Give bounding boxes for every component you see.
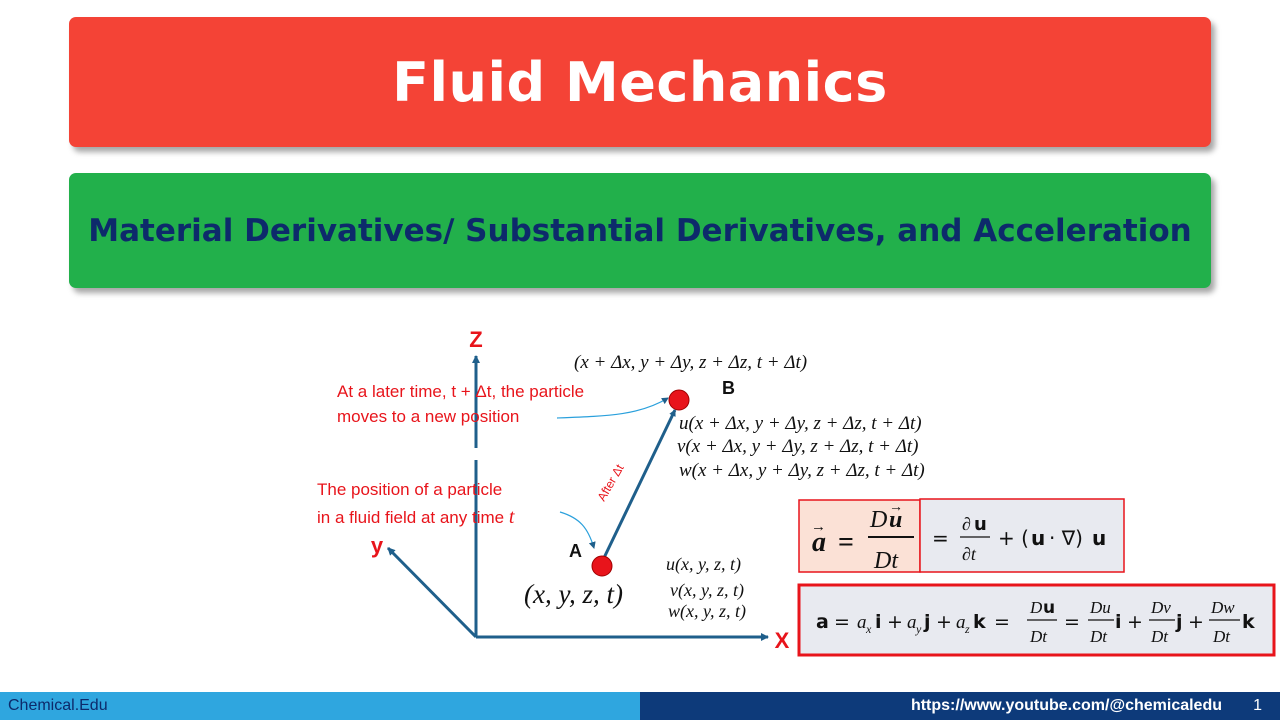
subtitle-banner: Material Derivatives/ Substantial Deriva…: [69, 173, 1211, 288]
svg-text:∂t: ∂t: [962, 544, 977, 564]
svg-text:Dt: Dt: [1150, 627, 1169, 646]
svg-text:u: u: [889, 507, 902, 533]
vel-a-u: u(x, y, z, t): [666, 554, 741, 575]
svg-text:→: →: [811, 519, 826, 535]
svg-text:y: y: [915, 622, 922, 636]
page-number: 1: [1253, 697, 1262, 714]
svg-text:i: i: [1115, 611, 1122, 633]
svg-text:Dt: Dt: [1089, 627, 1108, 646]
svg-text:Dt: Dt: [1212, 627, 1231, 646]
svg-text:=: =: [834, 611, 850, 633]
svg-text:a: a: [956, 612, 966, 633]
svg-text:D: D: [869, 507, 887, 533]
particle-b: [668, 389, 690, 411]
svg-text:=: =: [1064, 611, 1080, 633]
note-position-connector: [559, 511, 596, 549]
svg-text:+ (: + (: [998, 526, 1029, 550]
vel-b-w: w(x + Δx, y + Δy, z + Δz, t + Δt): [679, 460, 925, 481]
vel-b-v: v(x + Δx, y + Δy, z + Δz, t + Δt): [677, 436, 919, 457]
particle-a: [591, 555, 613, 577]
svg-text:i: i: [875, 611, 882, 633]
svg-text:∂: ∂: [962, 514, 971, 534]
z-axis-label: Z: [469, 327, 482, 352]
svg-text:Dt: Dt: [873, 548, 899, 574]
vel-a-v: v(x, y, z, t): [670, 580, 744, 601]
svg-text:+: +: [936, 611, 952, 633]
svg-text:D: D: [1029, 598, 1043, 617]
svg-text:=: =: [838, 527, 854, 558]
vel-a-w: w(x, y, z, t): [668, 601, 746, 622]
equation-1-rhs-box: [919, 498, 1125, 573]
svg-text:u: u: [1092, 526, 1106, 550]
note-position-line1: The position of a particle: [317, 480, 502, 499]
svg-text:a: a: [816, 611, 829, 633]
svg-text:+: +: [1127, 611, 1143, 633]
svg-text:Dt: Dt: [1029, 627, 1048, 646]
svg-text:Dw: Dw: [1210, 598, 1235, 617]
svg-text:a: a: [812, 527, 826, 558]
svg-text:a: a: [907, 612, 917, 633]
svg-text:u: u: [1043, 598, 1055, 618]
point-a-label: A: [569, 541, 582, 561]
equation-acceleration-vector: a → = D u → Dt = ∂ u ∂t + ( u · ∇) u: [798, 498, 1125, 574]
svg-text:=: =: [994, 611, 1010, 633]
note-position-var: t: [509, 506, 515, 528]
note-position-line2-text: in a fluid field at any time: [317, 508, 504, 527]
svg-text:· ∇): · ∇): [1049, 526, 1083, 550]
coord-b: (x + Δx, y + Δy, z + Δz, t + Δt): [574, 352, 807, 373]
slide-title: Fluid Mechanics: [392, 50, 888, 114]
equation-2-render: a = a x i + a y j + a z k = D u Dt = Du …: [816, 598, 1255, 646]
svg-text:k: k: [1242, 611, 1255, 633]
point-b-label: B: [722, 378, 735, 398]
svg-text:Du: Du: [1089, 598, 1111, 617]
svg-text:j: j: [1175, 611, 1183, 633]
note-later-line1: At a later time, t + Δt, the particle: [337, 382, 584, 401]
x-axis-label: X: [775, 628, 790, 653]
svg-text:+: +: [887, 611, 903, 633]
svg-text:a: a: [857, 612, 867, 633]
vel-b-u: u(x + Δx, y + Δy, z + Δz, t + Δt): [679, 413, 922, 434]
svg-text:u: u: [1031, 526, 1045, 550]
svg-text:z: z: [964, 622, 970, 636]
note-position-line2: in a fluid field at any time t: [317, 506, 515, 528]
equation-1-lhs-render: a → = D u → Dt: [811, 500, 914, 574]
youtube-link[interactable]: https://www.youtube.com/@chemicaledu: [910, 697, 1222, 714]
equation-acceleration-components: a = a x i + a y j + a z k = D u Dt = Du …: [797, 583, 1276, 657]
svg-text:k: k: [973, 611, 986, 633]
svg-text:u: u: [974, 514, 987, 535]
equation-1-rhs-render: = ∂ u ∂t + ( u · ∇) u: [932, 514, 1106, 564]
footer-brand: Chemical.Edu: [8, 697, 108, 714]
footer-link-bar: https://www.youtube.com/@chemicaledu 1: [640, 692, 1280, 720]
footer-brand-bar: Chemical.Edu: [0, 692, 640, 720]
svg-text:=: =: [932, 526, 949, 550]
svg-text:→: →: [889, 500, 903, 515]
title-banner: Fluid Mechanics: [69, 17, 1211, 147]
note-later-line2: moves to a new position: [337, 407, 519, 426]
after-dt-label: After Δt: [594, 461, 626, 503]
coord-a: (x, y, z, t): [524, 579, 623, 609]
slide-subtitle: Material Derivatives/ Substantial Deriva…: [88, 212, 1192, 249]
note-later-connector: [556, 397, 669, 419]
trajectory-arrow: [600, 409, 677, 563]
svg-text:Dv: Dv: [1150, 598, 1171, 617]
svg-text:x: x: [865, 622, 872, 636]
y-axis-label: y: [371, 533, 384, 558]
svg-text:j: j: [923, 611, 931, 633]
y-axis-line: [386, 546, 478, 639]
axes: Z X y: [371, 327, 790, 653]
svg-text:+: +: [1188, 611, 1204, 633]
